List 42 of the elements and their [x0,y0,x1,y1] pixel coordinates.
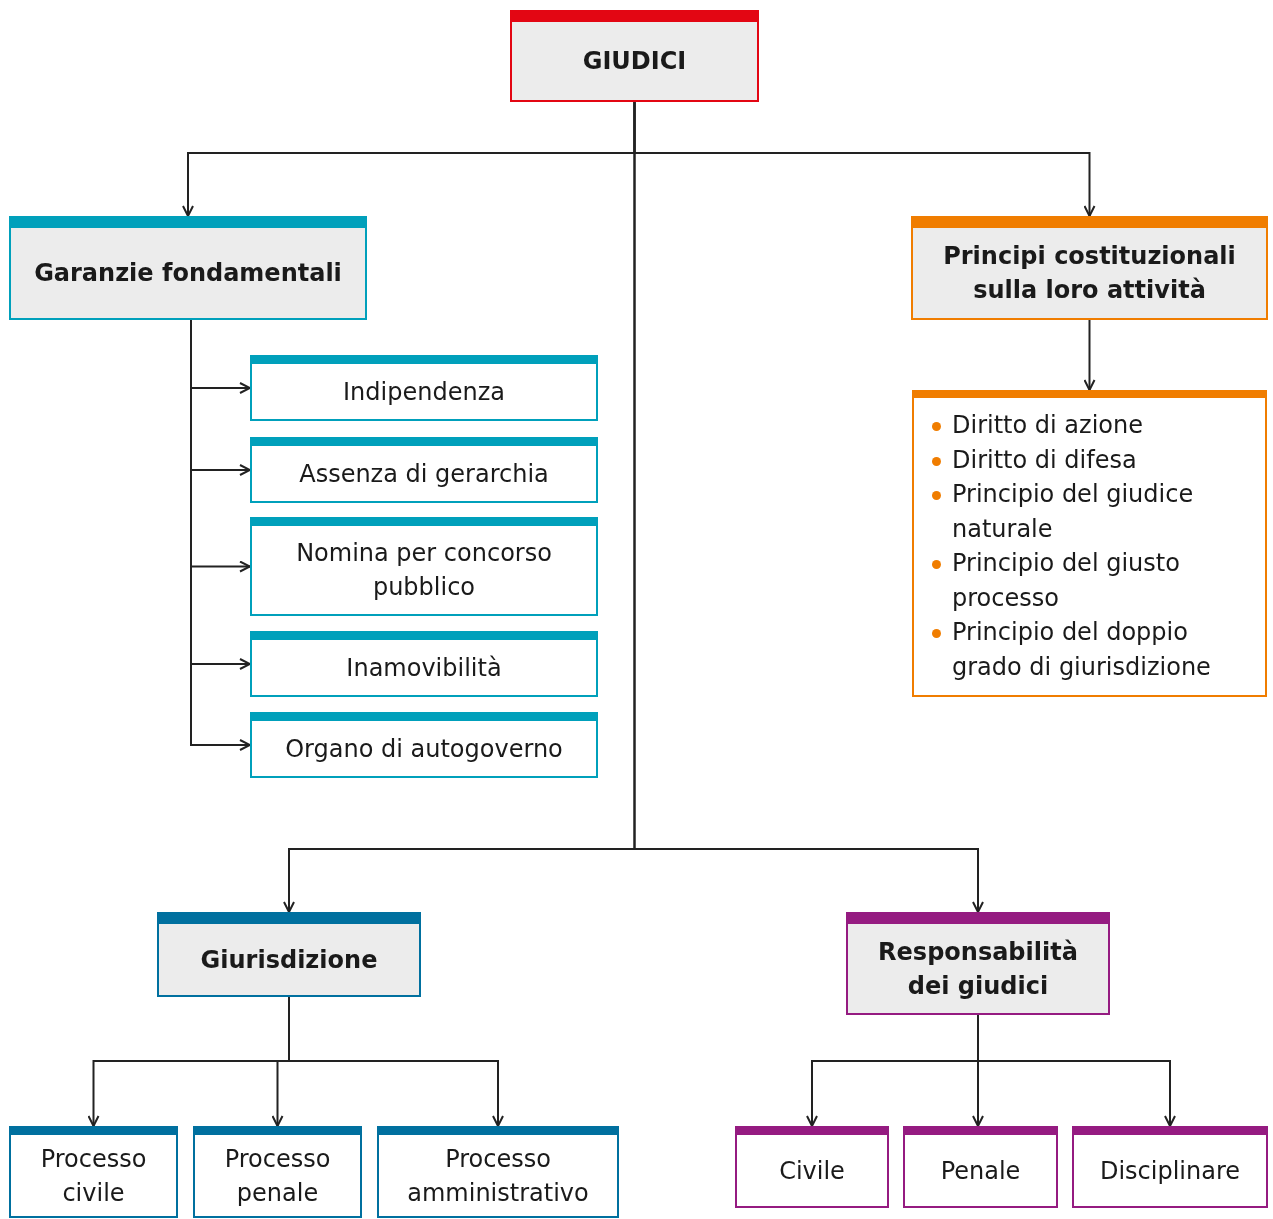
box-label: Organo di autogoverno [284,733,564,765]
item-box [250,517,598,616]
item-box [250,631,598,697]
header-box [846,912,1110,1015]
item-box [193,1126,362,1218]
header-box [9,216,367,320]
item-box [1072,1126,1268,1208]
list-text: Principio del giudice naturale [952,480,1194,543]
box-title: Responsabilità dei giudici [877,936,1079,1002]
list-text: Diritto di azione [952,411,1143,439]
arrow [1083,319,1096,391]
item-box [250,355,598,421]
list-text: Diritto di difesa [952,445,1137,474]
box-label: Inamovibilità [345,652,503,684]
box-title: Principi costituzionali sulla loro attività [942,241,1237,306]
box-label: Indipendenza [342,376,506,408]
box-label: Penale [939,1155,1022,1187]
header-box [157,912,421,997]
box-title: GIUDICI [581,46,688,77]
box-label: Processo civile [39,1143,148,1209]
item-box [250,712,598,778]
item-box [9,1126,178,1218]
arrow [288,996,504,1127]
item-box [735,1126,889,1208]
item-box [377,1126,619,1218]
arrow [633,101,984,913]
box-label: Civile [778,1155,846,1187]
item-box [250,437,598,503]
list-box [912,390,1267,697]
header-box [911,216,1268,320]
item-box [903,1126,1058,1208]
box-title: Giurisdizione [199,944,379,976]
box-label: Processo amministrativo [406,1143,590,1209]
list-text: Principio del giusto processo [952,549,1180,612]
box-label: Processo penale [223,1143,332,1209]
box-label: Assenza di gerarchia [298,458,550,490]
box-title: Garanzie fondamentali [33,258,343,289]
header-box [510,10,759,102]
box-label: Disciplinare [1098,1155,1242,1187]
arrow [977,1014,1176,1127]
list-text: Principio del doppio grado di giurisdizione [952,618,1211,681]
box-label: Nomina per concorso pubblico [295,538,553,603]
